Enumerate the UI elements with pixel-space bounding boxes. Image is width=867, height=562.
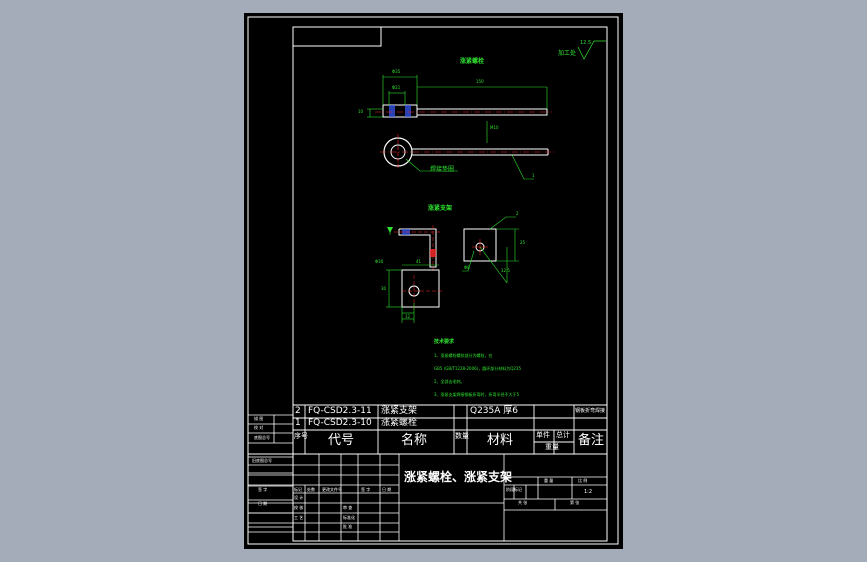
dim-length: 150 <box>476 79 484 84</box>
tb-label-change: 更改文件号 <box>322 487 342 492</box>
tb-label-design: 设 计 <box>294 495 304 500</box>
outer-frame <box>247 16 619 545</box>
sheet-number: 第 张 <box>570 500 580 505</box>
tb-label-count: 处数 <box>307 487 315 492</box>
drawing-title: 涨紧螺栓、涨紧支架 <box>404 470 513 484</box>
tb-label-standard: 标准化 <box>343 515 355 520</box>
part1-title: 涨紧螺栓 <box>460 58 485 65</box>
roughness-symbol <box>577 40 606 60</box>
notes-line-1: 1、涨紧螺栓螺纹部分为螺栓，在 <box>434 353 493 358</box>
notes-line-4: 3、涨紧支架焊接钢板折弯时，折弯半径不大于5 <box>434 392 520 397</box>
side-label-trace: 描 图 <box>254 416 264 421</box>
bom-row-1-seq: 1 <box>295 418 301 428</box>
bolt-leaders <box>405 154 534 180</box>
tb-label-old-base: 旧底图总号 <box>252 458 272 463</box>
bom-row-2-material: Q235A 厚6 <box>470 406 519 416</box>
dim-part2-hole: Φ8 <box>464 265 470 270</box>
bom-row-1-code: FQ-CSD2.3-10 <box>308 418 372 428</box>
tb-label-date: 日 期 <box>382 487 392 492</box>
dim-part2-h: 30 <box>381 286 387 291</box>
notes-line-2: GB5 (GB/T1228-2006)，圆环部分材料为Q235 <box>434 366 522 371</box>
notes-title: 技术要求 <box>434 339 455 345</box>
stage-label: 阶段标记 <box>506 487 522 492</box>
side-label-sign: 签 字 <box>258 487 268 492</box>
scale-value: 1:2 <box>584 489 593 495</box>
bom-row-1-name: 涨紧螺栓 <box>381 418 418 428</box>
tb-label-process: 工 艺 <box>294 515 304 520</box>
balloon-1: 1 <box>532 173 535 178</box>
bom-header-code: 代号 <box>328 433 355 448</box>
tb-label-signature: 签 字 <box>361 487 371 492</box>
bom-row-2-note: 钢板折弯焊接 <box>575 408 606 414</box>
bom-header-total: 总计 <box>556 431 570 439</box>
dim-part2-w: 41 <box>416 259 422 264</box>
bolt-dimension-lines <box>367 75 548 143</box>
bom-header-weight: 重量 <box>545 443 559 451</box>
drawing-number-box <box>292 26 382 47</box>
dim-part2-b: 12 <box>405 314 411 319</box>
bom-header-name: 名称 <box>401 433 428 448</box>
roughness-value: 12.5 <box>580 40 592 46</box>
side-label-check: 校 对 <box>254 425 264 430</box>
tb-label-approve: 批 准 <box>343 524 353 529</box>
bom-header-seq: 序号 <box>294 432 308 440</box>
bracket-plan-view <box>401 269 442 309</box>
bom-header-material: 材料 <box>487 433 514 448</box>
scale-label: 比 例 <box>578 478 588 483</box>
sheet-count: 共 张 <box>518 500 528 505</box>
bom-row-2-seq: 2 <box>295 406 301 416</box>
balloon-2: 2 <box>516 211 519 216</box>
notes-line-3: 2、全部去毛刺。 <box>434 379 465 384</box>
tb-label-audit: 审 查 <box>343 505 353 510</box>
roughness-note: 加工处 <box>558 50 577 57</box>
dim-thread: M10 <box>490 125 499 130</box>
bom-header-qty: 数量 <box>455 432 469 440</box>
bracket-side-view <box>463 228 497 262</box>
tb-label-mark: 标记 <box>294 487 302 492</box>
dim-height-left: 10 <box>358 109 364 114</box>
bracket-side-dims <box>462 216 519 284</box>
title-block-grid <box>248 454 607 541</box>
weld-washer-label: 焊接垫圈 <box>430 166 455 173</box>
bolt-front-view <box>380 134 554 170</box>
dim-part2-d: Φ30 <box>375 259 384 264</box>
dim-d2: Φ21 <box>392 85 401 90</box>
weight-label: 重 量 <box>544 478 554 483</box>
bracket-section-view <box>387 225 440 271</box>
side-label-date: 日 期 <box>258 501 268 506</box>
drawing-sheet: 涨紧螺栓 涨紧支架 12.5 加工处 Φ35 Φ21 150 10 M10 焊接… <box>244 13 623 549</box>
dim-part2-side: 25 <box>520 240 526 245</box>
inner-frame <box>292 26 608 542</box>
dim-part2-v: 12.5 <box>501 268 510 273</box>
left-strip <box>248 414 293 528</box>
bom-row-2-code: FQ-CSD2.3-11 <box>308 406 372 416</box>
bom-header-note: 备注 <box>578 433 605 448</box>
bolt-top-view <box>375 104 552 118</box>
bom-header-unit: 单件 <box>536 431 550 439</box>
bracket-plan-dims <box>386 264 439 323</box>
side-label-base: 底图总号 <box>254 435 270 440</box>
cad-drawing <box>247 16 619 545</box>
dim-d1: Φ35 <box>392 69 401 74</box>
part2-title: 涨紧支架 <box>428 205 453 212</box>
bom-row-2-name: 涨紧支架 <box>381 406 418 416</box>
bom-grid <box>248 404 607 455</box>
tb-label-review: 校 核 <box>294 505 304 510</box>
